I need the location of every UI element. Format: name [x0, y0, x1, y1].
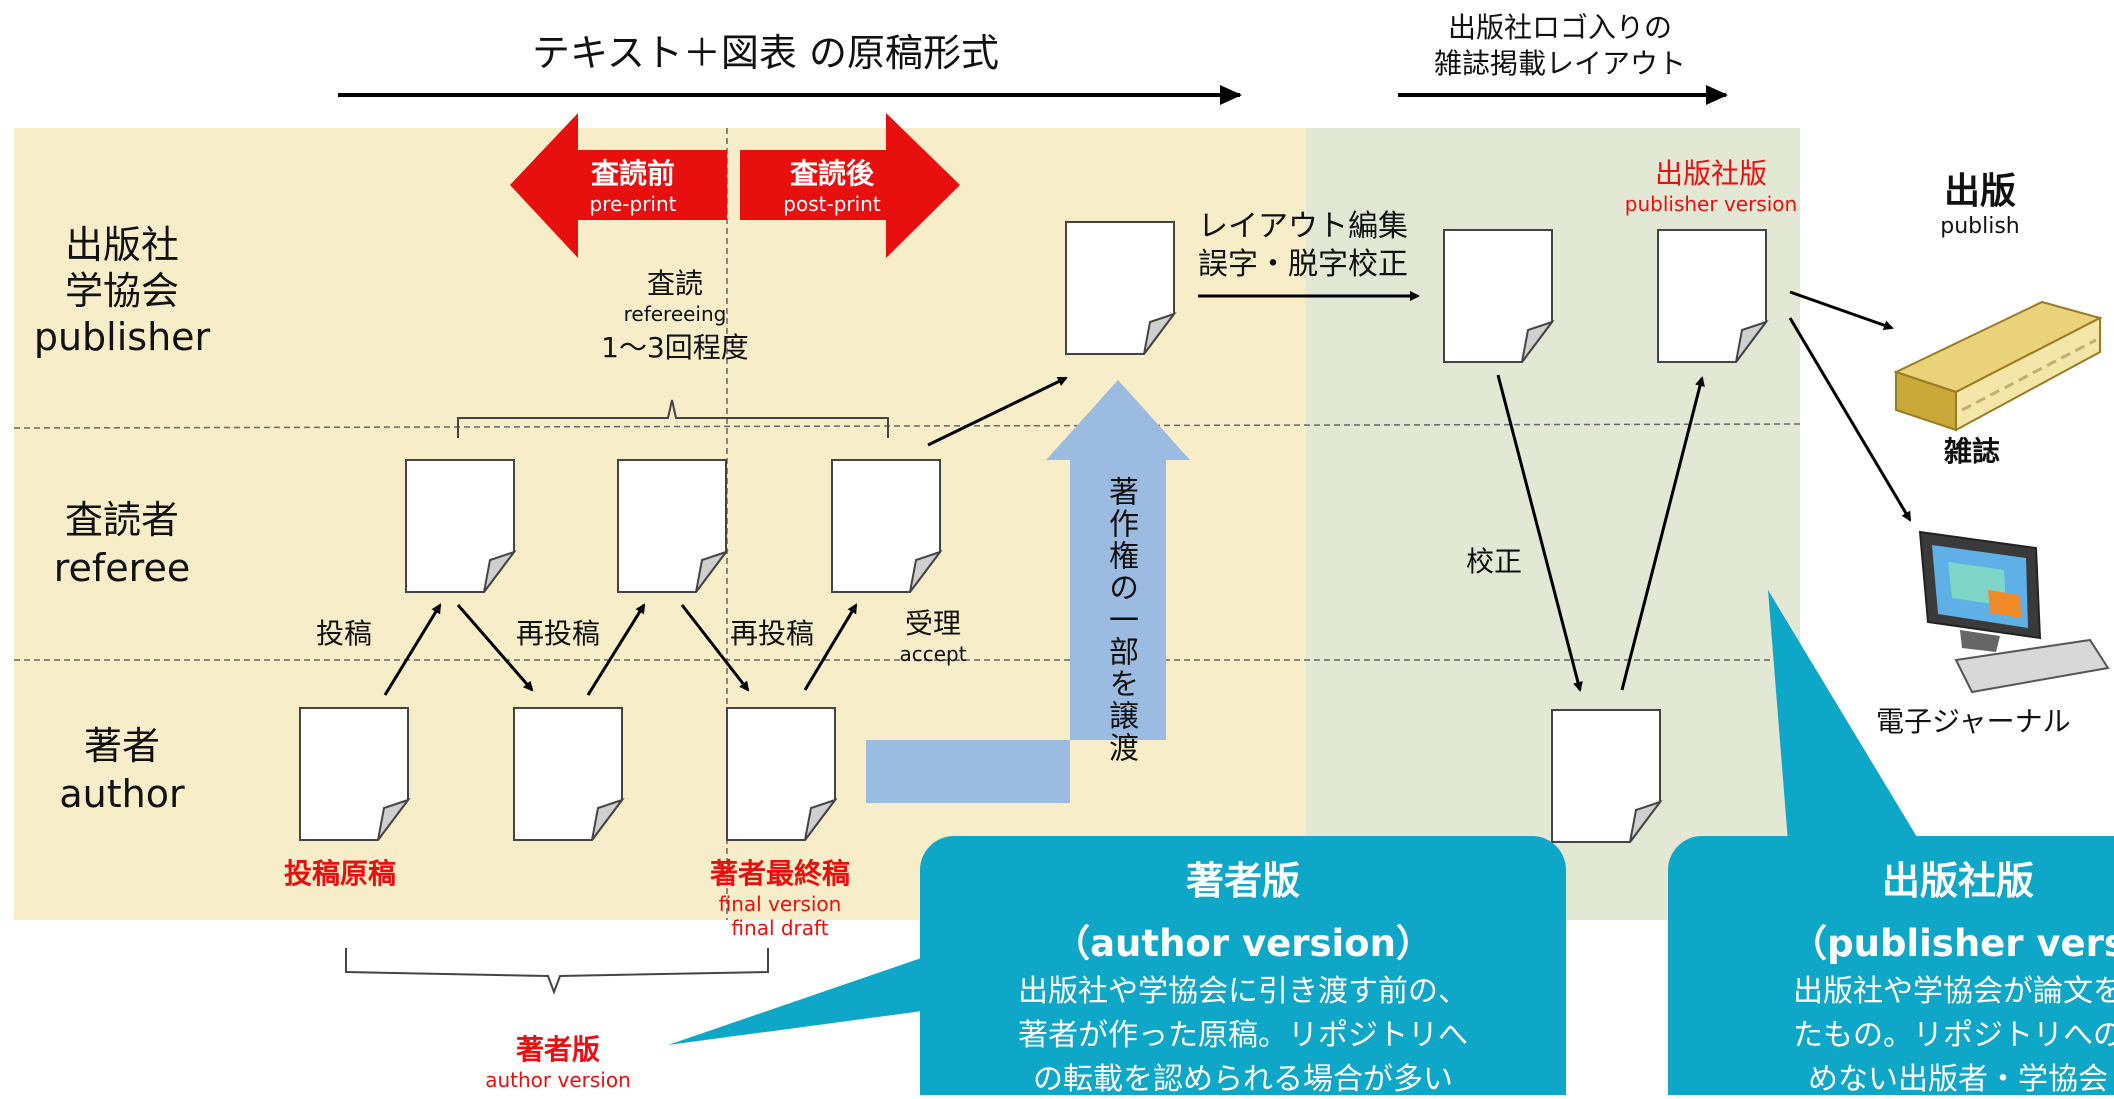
- arrow-to-ejournal: [1788, 317, 1912, 522]
- author-callout-line3: の転載を認められる場合が多い: [1033, 1062, 1453, 1097]
- step-resubmit-2: 再投稿: [730, 617, 815, 650]
- publisher-version-en: publisher version: [1624, 192, 1798, 216]
- post-print-arrow: [740, 113, 960, 258]
- author-final-label: 著者最終稿 final version final draft: [680, 852, 880, 940]
- post-print-en: post-print: [783, 192, 881, 216]
- publisher-version-callout: 出版社版 （publisher vers 出版社や学協会が論文を たもの。リポジ…: [1668, 836, 2114, 1095]
- author-callout-subtitle: （author version）: [1053, 922, 1433, 965]
- journal-label: 雑誌: [1944, 435, 2001, 468]
- publisher-callout-subtitle: （publisher vers: [1790, 922, 2114, 965]
- arrow-resubmit-2: [803, 603, 858, 691]
- journal-icon: [1893, 300, 2103, 432]
- author-version-brace: [345, 948, 769, 995]
- pre-print-arrow: [510, 113, 727, 258]
- flow-label-manuscript-format: テキスト＋図表 の原稿形式: [532, 31, 999, 75]
- publisher-callout-inner: 出版社版 （publisher vers 出版社や学協会が論文を たもの。リポジ…: [1668, 850, 2114, 1095]
- author-final-ja: 著者最終稿: [709, 857, 850, 890]
- row-label-referee-1: 査読者: [64, 498, 179, 542]
- publish-ja: 出版: [1943, 171, 2016, 212]
- row-label-publisher-2: 学協会: [64, 269, 179, 313]
- publisher-callout-line3: めない出版者・学協会: [1808, 1062, 2108, 1095]
- publisher-callout-line1: 出版社や学協会が論文を: [1793, 974, 2114, 1009]
- publisher-bubble-pointer: [1768, 590, 1920, 842]
- step-resubmit-1: 再投稿: [516, 617, 601, 650]
- author-final-en-1: final version: [718, 892, 842, 916]
- row-label-referee-2: referee: [53, 546, 191, 590]
- refereeing-label: 査読 refereeing 1〜3回程度: [560, 262, 790, 366]
- arrow-review-return-2: [680, 604, 750, 692]
- row-label-referee: 査読者 referee: [22, 496, 222, 592]
- pre-print-en: pre-print: [589, 192, 677, 216]
- refereeing-times: 1〜3回程度: [601, 331, 749, 364]
- pre-print-ja: 査読前: [590, 157, 675, 190]
- author-callout-line2: 著者が作った原稿。リポジトリへ: [1018, 1018, 1468, 1053]
- refereeing-brace: [457, 399, 889, 438]
- step-accept-ja: 受理: [904, 607, 961, 640]
- post-print-label: 査読後 post-print: [767, 152, 897, 216]
- ejournal-label: 電子ジャーナル: [1876, 705, 2071, 738]
- author-callout-line1: 出版社や学協会に引き渡す前の、: [1018, 974, 1468, 1009]
- step-accept-en: accept: [899, 642, 967, 666]
- post-print-ja: 査読後: [789, 157, 874, 190]
- publish-en: publish: [1940, 214, 2020, 239]
- refereeing-en: refereeing: [623, 302, 727, 326]
- pre-print-label: 査読前 pre-print: [568, 152, 698, 216]
- publisher-version-ja: 出版社版: [1654, 157, 1767, 190]
- arrow-accept: [927, 376, 1068, 447]
- flow-label-journal-layout-2: 雑誌掲載レイアウト: [1433, 47, 1686, 80]
- arrow-review-return-1: [456, 604, 534, 692]
- layout-edit-2: 誤字・脱字校正: [1198, 247, 1408, 282]
- row-label-author-2: author: [59, 772, 185, 816]
- row-label-publisher-3: publisher: [33, 315, 211, 359]
- layout-edit-label: レイアウト編集 誤字・脱字校正: [1198, 208, 1408, 284]
- layout-edit-1: レイアウト編集: [1198, 209, 1408, 244]
- publisher-callout-line2: たもの。リポジトリへの: [1793, 1018, 2114, 1053]
- author-version-callout: 著者版 （author version） 出版社や学協会に引き渡す前の、 著者が…: [920, 836, 1566, 1097]
- computer-icon: [1918, 530, 2110, 694]
- row-label-author: 著者 author: [22, 722, 222, 818]
- row-label-publisher: 出版社 学協会 publisher: [22, 222, 222, 360]
- copyright-transfer-label: 著作権の一部を譲渡: [1103, 476, 1138, 764]
- arrow-proof-back: [1620, 376, 1705, 691]
- author-version-label: 著者版 author version: [468, 1028, 648, 1092]
- copyright-transfer-arrow: [866, 380, 1190, 803]
- row-label-author-1: 著者: [83, 724, 160, 768]
- author-version-ja: 著者版: [515, 1033, 600, 1066]
- arrow-submit: [383, 603, 442, 696]
- author-version-en: author version: [485, 1068, 631, 1092]
- row-divider-1: [13, 423, 1801, 429]
- publisher-callout-title: 出版社版: [1881, 859, 2034, 903]
- publish-label: 出版 publish: [1920, 162, 2040, 239]
- proof-label: 校正: [1466, 545, 1523, 578]
- flow-label-journal-layout-1: 出版社ロゴ入りの: [1447, 11, 1672, 44]
- arrow-to-journal: [1789, 290, 1894, 331]
- author-callout-title: 著者版: [1185, 859, 1300, 903]
- step-accept: 受理 accept: [888, 602, 978, 666]
- step-submit: 投稿: [316, 617, 373, 650]
- submitted-manuscript-label: 投稿原稿: [284, 857, 397, 890]
- publisher-version-label: 出版社版 publisher version: [1596, 152, 1826, 216]
- arrow-to-proof: [1496, 374, 1583, 692]
- arrow-resubmit-1: [586, 603, 646, 696]
- row-label-publisher-1: 出版社: [64, 223, 179, 267]
- author-bubble-pointer: [668, 955, 930, 1045]
- refereeing-ja: 査読: [646, 267, 703, 300]
- author-final-en-2: final draft: [731, 916, 829, 940]
